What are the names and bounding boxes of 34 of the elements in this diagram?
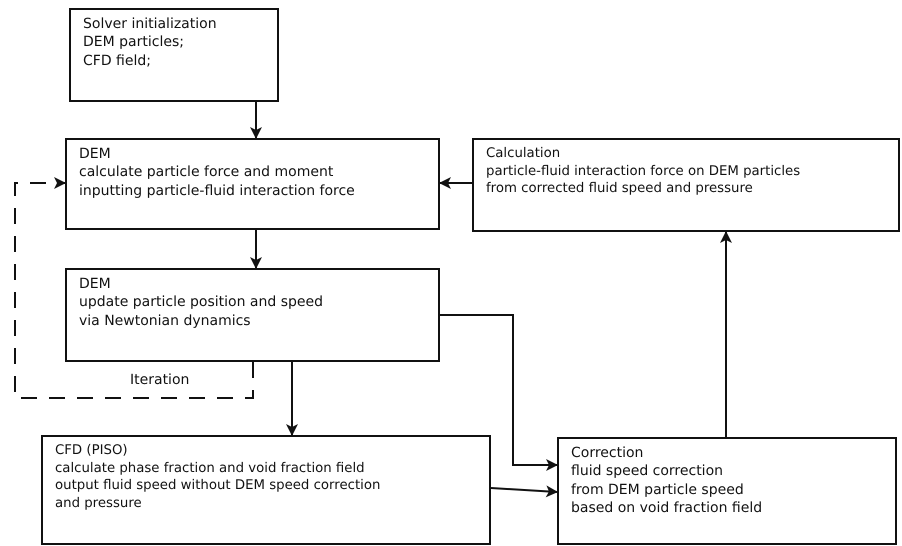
arrow	[490, 485, 558, 498]
process-box	[557, 437, 897, 545]
process-box	[65, 138, 440, 230]
box-text: DEM particles;	[83, 33, 185, 52]
box-text: via Newtonian dynamics	[79, 312, 252, 330]
box-heading: DEM	[79, 145, 112, 164]
box-heading: Calculation	[486, 145, 562, 163]
arrow	[14, 177, 254, 399]
process-box	[41, 435, 491, 545]
box-heading: DEM	[79, 275, 112, 294]
box-text: calculate particle force and moment	[79, 163, 334, 182]
box-text: and pressure	[55, 494, 143, 512]
arrow	[439, 177, 472, 189]
process-box	[65, 268, 440, 362]
box-heading: CFD (PISO)	[55, 442, 129, 460]
process-box	[472, 138, 900, 232]
arrow	[250, 230, 262, 269]
box-heading: Solver initialization	[83, 15, 218, 34]
process-box	[69, 8, 279, 102]
arrow	[440, 314, 558, 471]
box-heading: Correction	[571, 444, 644, 462]
box-text: update particle position and speed	[79, 293, 324, 312]
box-text: based on void fraction field	[571, 499, 764, 518]
box-text: output fluid speed without DEM speed correction	[55, 477, 382, 495]
arrow	[720, 231, 732, 437]
box-text: particle-fluid interaction force on DEM particles	[486, 162, 802, 180]
arrow	[250, 102, 262, 139]
box-text: from DEM particle speed	[571, 480, 745, 500]
box-text: CFD field;	[83, 52, 152, 70]
box-text: from corrected fluid speed and pressure	[486, 180, 754, 198]
box-text: inputting particle-fluid interaction force	[79, 182, 356, 200]
box-text: calculate phase fraction and void fraction field	[55, 460, 366, 478]
arrow	[286, 362, 298, 436]
box-text: fluid speed correction	[571, 462, 724, 481]
